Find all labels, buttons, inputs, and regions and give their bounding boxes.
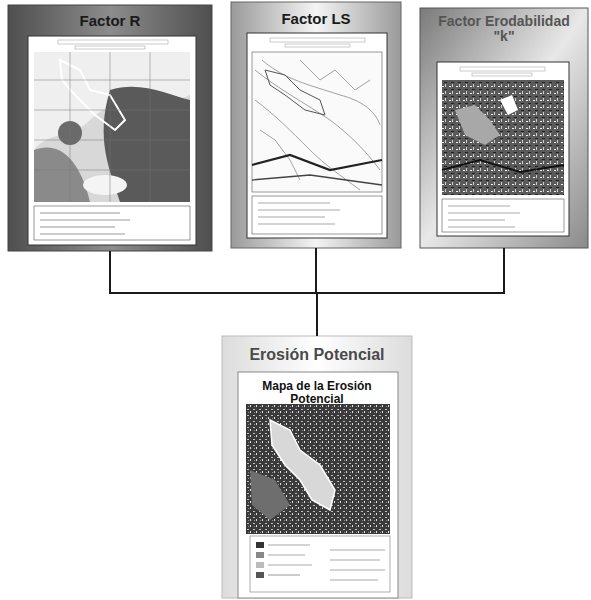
map-panel: Factor Erodabilidad "k"	[420, 8, 588, 248]
map-title: Mapa de la Erosión Potencial	[222, 380, 412, 406]
result-panel: Erosión PotencialMapa de la Erosión Pote…	[222, 336, 412, 598]
panel-title: Factor Erodabilidad "k"	[420, 14, 588, 45]
panel-title: Factor LS	[231, 11, 401, 28]
connector-line	[317, 248, 504, 336]
panel-title: Factor R	[8, 13, 212, 30]
map-panel: Factor R	[8, 5, 212, 251]
map-panel: Factor LS	[231, 2, 401, 248]
connector-line	[110, 251, 317, 336]
panel-title: Erosión Potencial	[222, 346, 412, 364]
